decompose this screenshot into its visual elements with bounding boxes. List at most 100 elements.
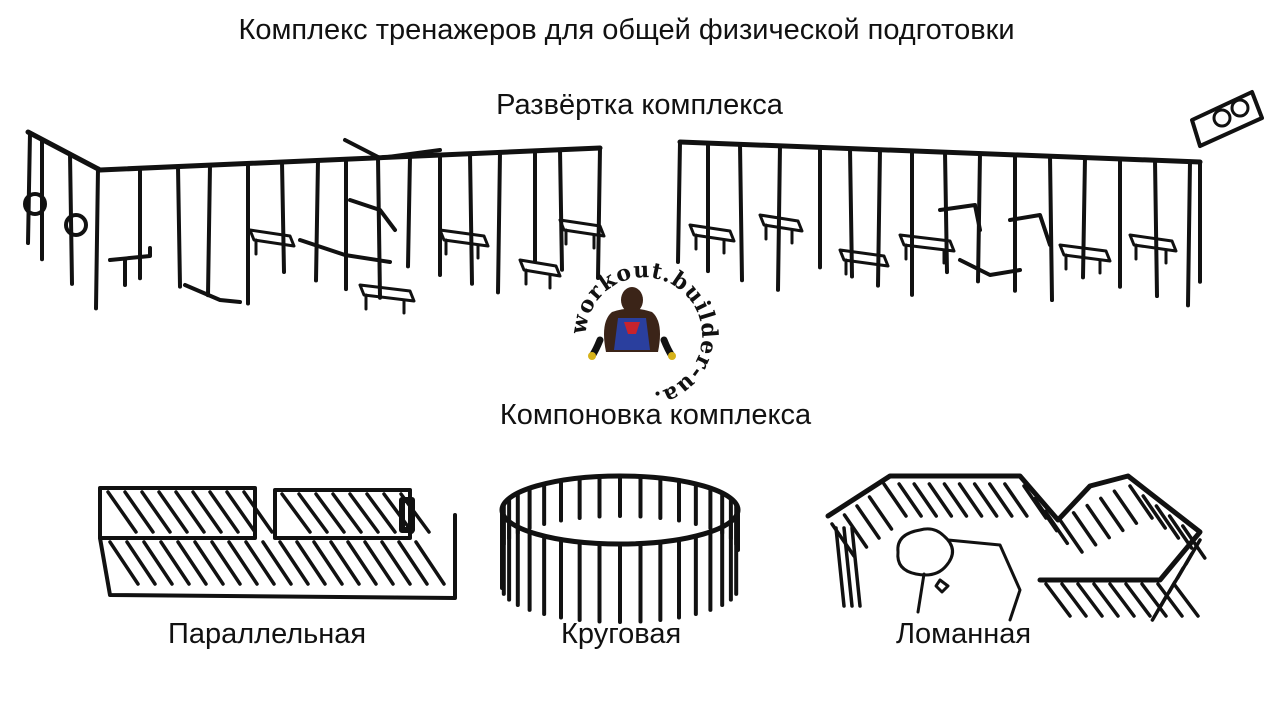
frame-hatch — [1076, 582, 1104, 618]
frame-hatch — [193, 540, 225, 586]
frame-post — [406, 154, 412, 269]
frame-post — [842, 526, 854, 608]
frame-hatch — [1003, 482, 1029, 518]
gym-ring — [64, 213, 88, 237]
frame-hatch — [397, 540, 429, 586]
frame-hatch — [382, 492, 414, 534]
frame-hatch — [1140, 582, 1168, 618]
frame-hatch — [1150, 594, 1169, 622]
frame-hatch — [1112, 489, 1139, 525]
frame-hatch — [176, 540, 208, 586]
frame-hatch — [210, 540, 242, 586]
frame-hatch — [312, 540, 344, 586]
frame-hatch — [108, 540, 140, 586]
bench-icon — [558, 218, 606, 238]
bench-icon — [838, 248, 890, 268]
machine-seat — [1008, 213, 1052, 247]
frame-post — [68, 151, 74, 286]
section-heading-unfold: Развёртка комплекса — [496, 89, 783, 121]
bench-icon — [688, 223, 736, 243]
frame-hatch — [346, 540, 378, 586]
frame-hatch — [988, 482, 1014, 518]
frame-hatch — [242, 490, 274, 534]
layout-caption-parallel: Параллельная — [168, 618, 367, 650]
layout-circular-drawing — [499, 473, 741, 624]
machine-rail — [298, 238, 392, 264]
frame-block — [273, 488, 412, 540]
frame-hatch — [348, 492, 380, 534]
bush-icon — [934, 578, 950, 594]
frame-hatch — [123, 490, 155, 534]
frame-hatch — [842, 513, 869, 549]
frame-hatch — [957, 482, 984, 518]
frame-hatch — [159, 540, 191, 586]
frame-hatch — [125, 540, 157, 586]
roller-ring — [1230, 98, 1250, 118]
top-beam — [677, 139, 1203, 165]
frame-hatch — [140, 490, 172, 534]
frame-hatch — [1044, 582, 1072, 618]
frame-post — [1186, 159, 1192, 308]
bench-icon — [898, 233, 956, 253]
frame-post — [596, 146, 602, 280]
frame-hatch — [897, 482, 923, 518]
bench-icon — [1058, 243, 1112, 263]
frame-hatch — [1060, 582, 1088, 618]
frame-post — [1081, 155, 1087, 280]
top-beam — [25, 129, 603, 173]
frame-hatch — [1092, 582, 1120, 618]
roller-icon — [399, 497, 415, 533]
frame-hatch — [1156, 582, 1184, 618]
frame-hatch — [295, 540, 327, 586]
frame-post — [314, 158, 320, 283]
frame-hatch — [414, 540, 446, 586]
layout-caption-broken: Ломанная — [896, 618, 1032, 650]
frame-hatch — [227, 540, 259, 586]
frame-hatch — [142, 540, 174, 586]
frame-hatch — [1085, 503, 1111, 540]
frame-hatch — [1124, 582, 1152, 618]
frame-hatch — [225, 490, 257, 534]
bench-icon — [518, 258, 562, 278]
layout-caption-circular: Круговая — [561, 618, 682, 650]
frame-hatch — [314, 492, 346, 534]
frame-hatch — [1099, 496, 1125, 533]
machine-rail — [958, 258, 1022, 277]
frame-post — [1048, 154, 1054, 303]
bench-icon — [438, 228, 490, 248]
frame-hatch — [1128, 484, 1154, 520]
frame-post — [850, 526, 862, 608]
frame-post — [876, 147, 882, 288]
frame-post — [176, 164, 182, 289]
frame-hatch — [244, 540, 276, 586]
path-line — [946, 538, 1022, 622]
frame-hatch — [174, 490, 206, 534]
frame-post — [376, 155, 382, 300]
frame-hatch — [365, 492, 397, 534]
tree-icon — [896, 527, 954, 577]
frame-hatch — [380, 540, 412, 586]
bench-icon — [758, 213, 804, 233]
section-heading-layout: Компоновка комплекса — [499, 399, 812, 431]
frame-hatch — [1043, 509, 1070, 546]
frame-hatch — [157, 490, 189, 534]
frame-hatch — [329, 540, 361, 586]
frame-post — [848, 146, 854, 279]
frame-hatch — [972, 482, 999, 518]
frame-post — [943, 150, 949, 275]
bodybuilder-superman-icon — [588, 287, 676, 360]
gym-ring — [23, 192, 47, 216]
frame-hatch — [1172, 582, 1200, 618]
tree-trunk — [916, 572, 926, 614]
layout-broken-drawing — [825, 473, 1207, 622]
machine-seat — [108, 246, 152, 262]
frame-hatch — [1154, 504, 1181, 540]
frame-post — [206, 163, 212, 298]
frame-hatch — [882, 482, 908, 518]
frame-hatch — [363, 540, 395, 586]
frame-post — [94, 166, 100, 311]
frame-outline — [98, 513, 457, 600]
frame-hatch — [278, 540, 310, 586]
frame-hatch — [1181, 524, 1207, 560]
